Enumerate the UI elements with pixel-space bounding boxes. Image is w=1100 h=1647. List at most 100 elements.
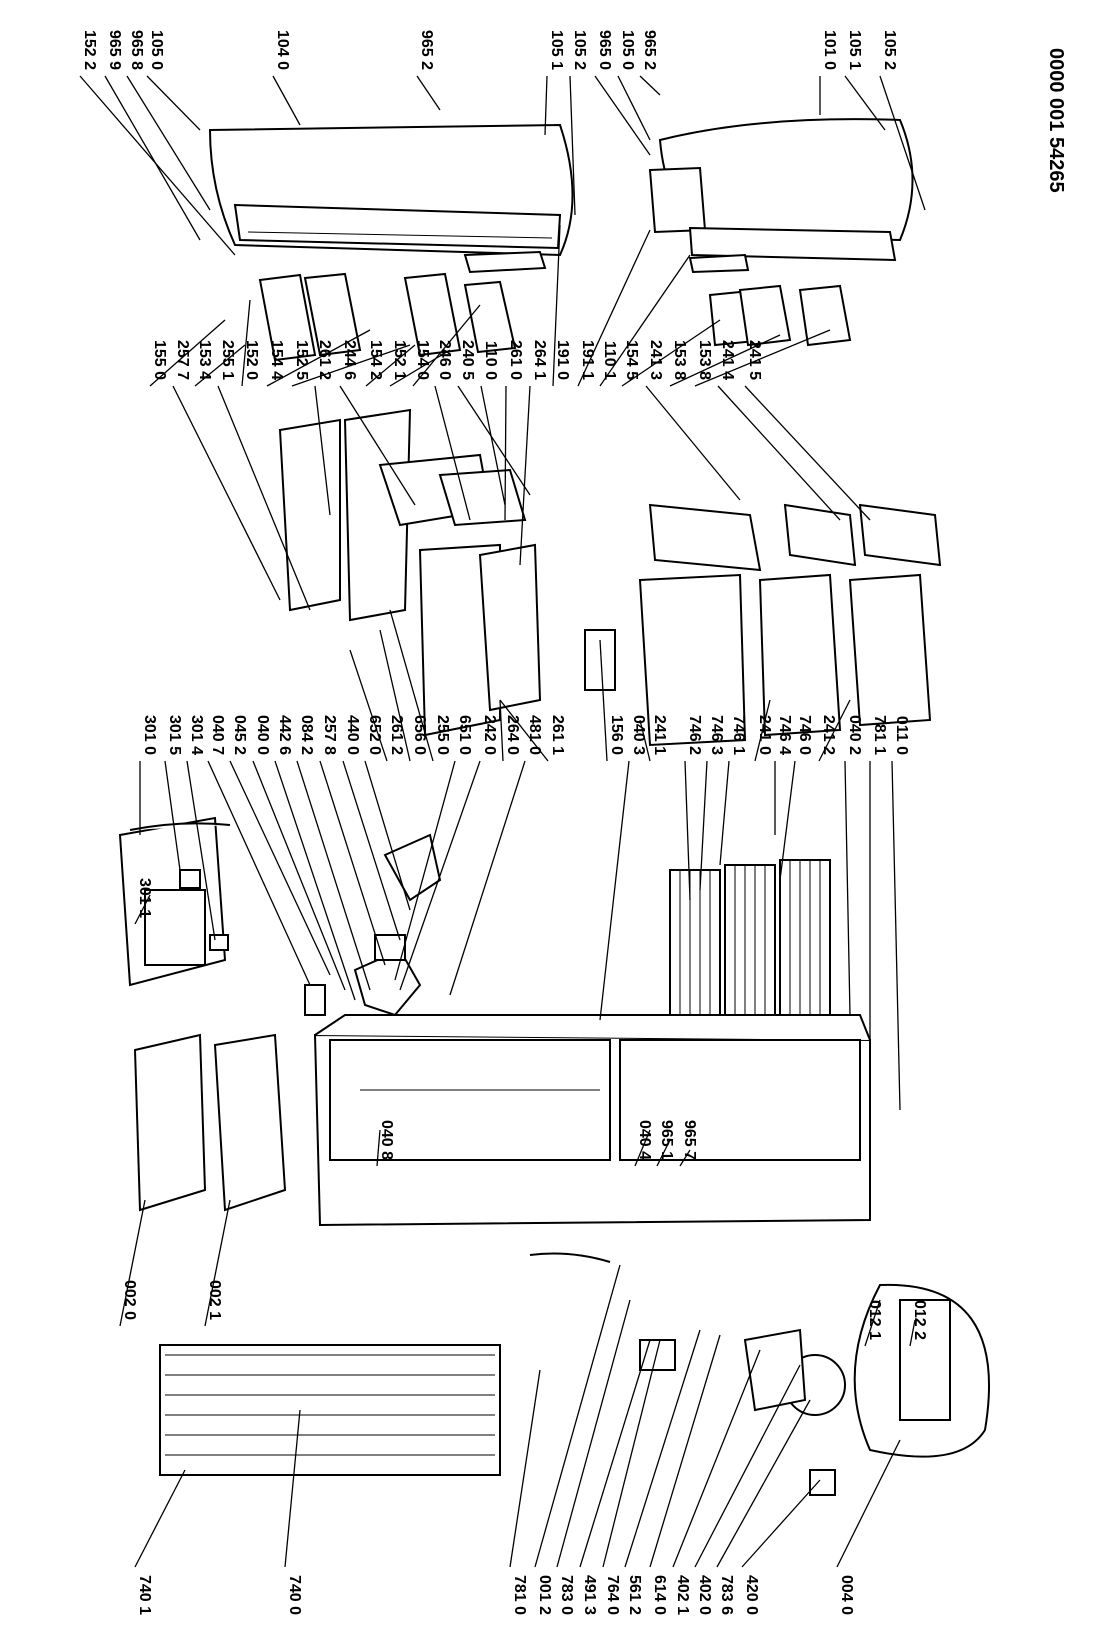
part-label-1538: 153 8 [671,340,688,380]
leader-line [624,1329,701,1568]
leader-line [149,319,226,387]
leader-line [552,224,561,387]
part-label-4021: 402 1 [674,1575,691,1615]
leader-line [599,639,608,762]
part-label-1040: 104 0 [274,30,291,70]
part-label-0110: 011 0 [893,716,910,755]
part-label-1522: 152 2 [81,30,98,70]
part-label-9659: 965 9 [106,30,123,70]
leader-line [291,344,411,387]
leader-line [104,75,201,241]
part-label-2612: 261 2 [316,340,333,380]
part-label-3015: 301 5 [166,715,183,755]
part-label-0021: 002 1 [206,1280,223,1320]
leader-line [679,1149,691,1167]
part-label-1520: 152 0 [243,340,260,380]
drawing-top-covers [133,1033,287,1212]
leader-lines [79,75,926,1568]
leader-line [204,1199,231,1327]
part-label-1545: 154 5 [623,340,640,380]
part-label-2578: 257 8 [321,715,338,755]
leader-line [207,760,311,986]
leader-line [754,699,771,762]
leader-line [672,1349,761,1568]
part-label-2640: 264 0 [504,715,521,755]
leader-line [818,699,851,762]
leader-line [365,344,416,387]
leader-line [416,75,441,111]
part-label-1521: 152 1 [391,340,408,380]
leader-line [349,649,388,762]
leader-line [194,344,246,387]
drawing-freezer-door [648,118,914,262]
part-label-0012: 001 2 [536,1575,553,1615]
part-label-0040: 004 0 [838,1575,855,1615]
part-label-1052: 105 2 [881,30,898,70]
leader-line [504,385,507,521]
leader-line [909,1319,916,1347]
part-label-7461: 746 1 [730,715,747,755]
leader-line [296,760,371,991]
part-label-4400: 440 0 [344,715,361,755]
part-label-1101: 110 1 [601,341,618,380]
leader-line [669,334,781,387]
part-label-2410: 241 0 [756,715,773,755]
leader-line [412,304,481,387]
leader-line [172,385,281,601]
part-label-0020: 002 0 [121,1280,138,1320]
part-label-2413: 241 3 [647,340,664,380]
part-label-1911: 191 1 [579,340,596,380]
part-label-0122: 012 2 [911,1300,928,1340]
leader-line [164,760,181,871]
part-label-2405: 240 5 [459,340,476,380]
part-label-7811: 781 1 [871,715,888,755]
leader-line [376,1129,381,1167]
part-label-9652: 965 2 [641,30,658,70]
part-label-1544: 154 4 [268,340,285,380]
leader-line [217,385,311,611]
part-label-9651: 965 1 [658,1120,675,1160]
part-label-2550: 255 0 [434,715,451,755]
part-label-1538: 153 8 [696,340,713,380]
part-label-2610: 261 0 [507,340,524,380]
part-label-1051: 105 1 [548,30,565,70]
part-label-1050: 105 0 [148,30,165,70]
leader-line [434,385,471,521]
part-label-3010: 301 0 [141,715,158,755]
part-label-6520: 652 0 [366,715,383,755]
leader-line [394,760,456,981]
leader-line [836,1439,901,1568]
part-label-2446: 244 6 [341,340,358,380]
part-label-7830: 783 0 [558,1575,575,1615]
leader-line [744,385,871,521]
part-label-5612: 561 2 [626,1575,643,1615]
part-label-2612: 261 2 [388,715,405,755]
part-label-0400: 040 0 [254,715,271,755]
leader-line [480,385,506,506]
leader-line [509,1369,541,1568]
leader-line [621,319,721,387]
part-label-1525: 152 5 [293,340,310,380]
part-label-9658: 965 8 [128,30,145,70]
part-label-3011: 301 1 [136,878,153,918]
drawing-door-balconies [258,250,852,362]
leader-line [694,329,831,387]
leader-line [684,760,691,901]
leader-line [342,760,401,941]
part-label-6510: 651 0 [456,715,473,755]
leader-line [134,894,151,925]
part-label-7463: 746 3 [708,715,725,755]
leader-line [577,229,651,387]
part-label-9657: 965 7 [681,1120,698,1160]
leader-line [389,349,451,387]
leader-line [779,760,796,881]
leader-line [639,75,661,96]
part-label-2412: 241 2 [820,715,837,755]
leader-line [649,1334,721,1568]
leader-line [379,629,411,762]
drawing-fixing-kit [853,1283,990,1458]
part-label-1534: 153 4 [196,340,213,380]
leader-line [519,385,531,566]
